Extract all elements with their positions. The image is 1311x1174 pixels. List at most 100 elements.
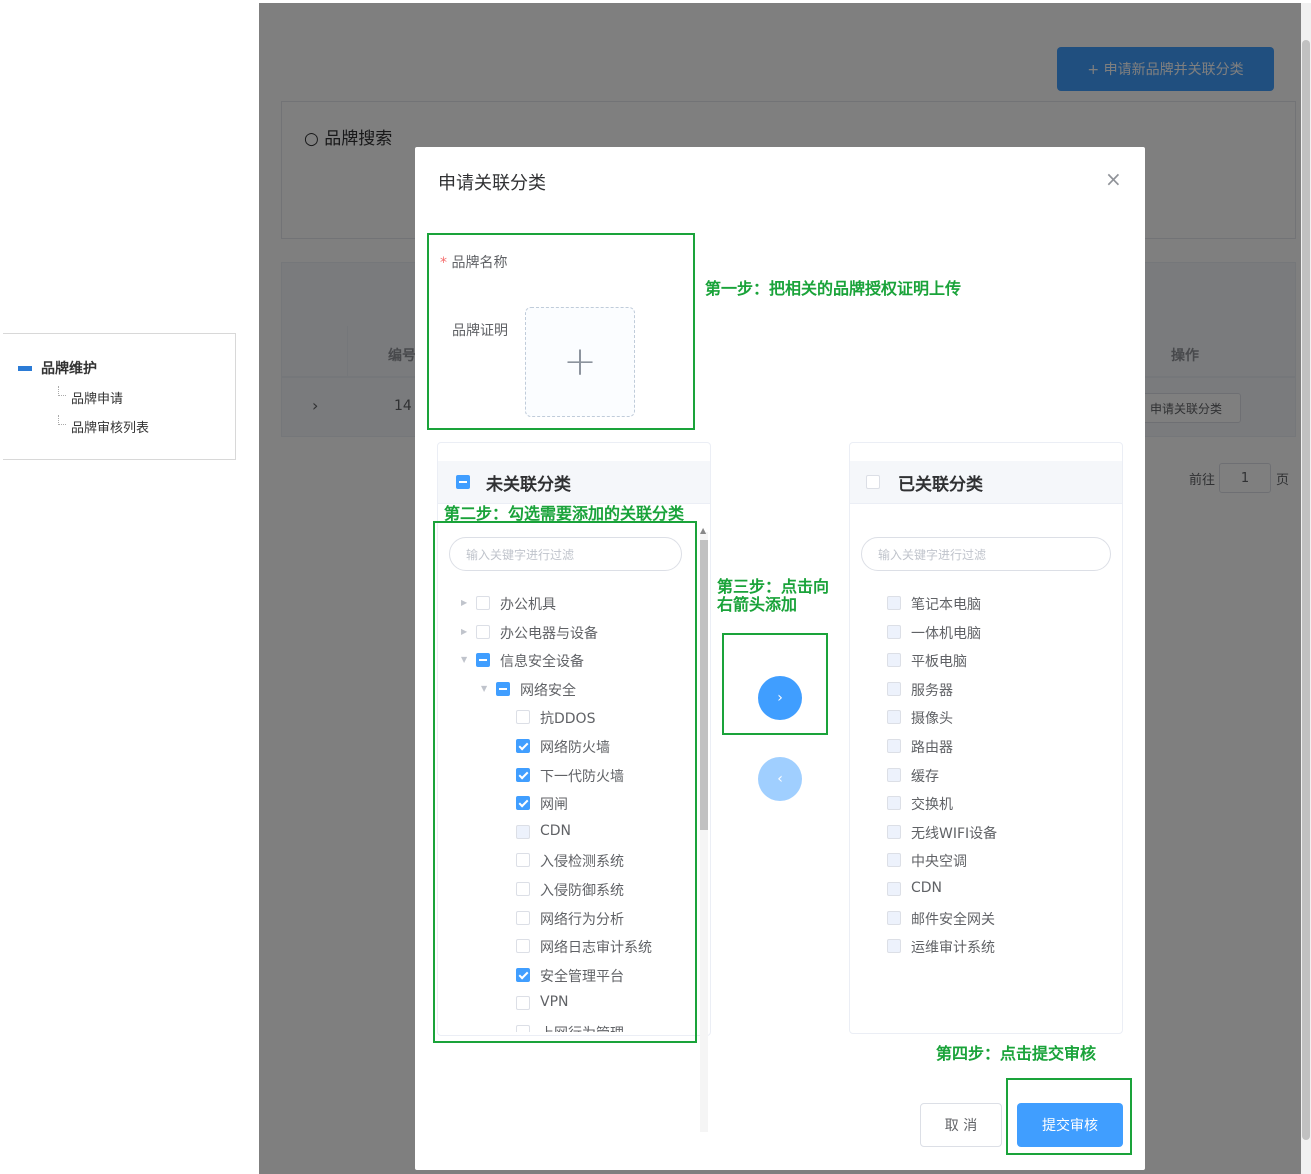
linked-item-checkbox[interactable] bbox=[887, 681, 901, 696]
tree-item-brand-audit-list[interactable]: 品牌审核列表 bbox=[71, 421, 150, 436]
tree-item-checkbox[interactable] bbox=[516, 1025, 530, 1032]
step3-highlight-box bbox=[722, 633, 828, 735]
linked-item-checkbox[interactable] bbox=[887, 596, 901, 610]
linked-item-label[interactable]: 无线WIFI设备 bbox=[911, 825, 998, 842]
tree-item-checkbox[interactable] bbox=[516, 710, 530, 725]
linked-item-label[interactable]: 运维审计系统 bbox=[911, 940, 995, 957]
tree-item-checkbox[interactable] bbox=[516, 939, 530, 954]
step2-highlight-box bbox=[433, 521, 697, 1043]
linked-item-label[interactable]: 平板电脑 bbox=[911, 654, 967, 671]
linked-item-checkbox[interactable] bbox=[887, 624, 901, 639]
tree-connector bbox=[58, 415, 66, 425]
unlinked-list-scrollbar[interactable] bbox=[700, 532, 708, 1132]
linked-item-label[interactable]: 缓存 bbox=[911, 768, 939, 785]
tree-item-label[interactable]: 信息安全设备 bbox=[500, 654, 584, 671]
move-right-button[interactable]: › bbox=[758, 676, 802, 720]
tree-item-label[interactable]: 入侵防御系统 bbox=[540, 883, 624, 899]
linked-item-checkbox[interactable] bbox=[887, 824, 901, 839]
tree-item-label[interactable]: 办公电器与设备 bbox=[500, 625, 598, 642]
brand-proof-uploader[interactable]: + bbox=[525, 307, 635, 417]
unlinked-panel-header: 未关联分类 bbox=[438, 461, 710, 504]
tree-item-checkbox bbox=[516, 824, 530, 839]
caret-down-icon[interactable]: ▼ bbox=[461, 655, 468, 665]
tree-item-label[interactable]: CDN bbox=[540, 822, 572, 839]
tree-item-checkbox[interactable] bbox=[496, 681, 510, 696]
linked-item-label[interactable]: 交换机 bbox=[911, 797, 953, 814]
caret-right-icon[interactable]: ▶ bbox=[461, 626, 468, 636]
tree-item-label[interactable]: 下一代防火墙 bbox=[540, 768, 624, 785]
caret-right-icon[interactable]: ▶ bbox=[461, 598, 468, 607]
tree-item-brand-apply[interactable]: 品牌申请 bbox=[71, 392, 124, 407]
tree-item-label[interactable]: 网络安全 bbox=[520, 682, 576, 699]
step2-note: 第二步：勾选需要添加的关联分类 bbox=[444, 504, 685, 523]
tree-item-label[interactable]: 网络防火墙 bbox=[540, 740, 610, 756]
tree-item-label[interactable]: 网络行为分析 bbox=[540, 911, 624, 928]
linked-item-label[interactable]: 中央空调 bbox=[911, 854, 967, 871]
unlinked-panel-title: 未关联分类 bbox=[486, 474, 571, 495]
move-left-button[interactable]: ‹ bbox=[758, 757, 802, 801]
tree-connector bbox=[58, 386, 66, 396]
tree-item-checkbox[interactable] bbox=[476, 653, 490, 668]
tree-item-checkbox[interactable] bbox=[516, 796, 530, 811]
linked-item-checkbox[interactable] bbox=[887, 710, 901, 725]
linked-item-checkbox[interactable] bbox=[887, 882, 901, 896]
unlinked-list-scrollbar-thumb[interactable] bbox=[700, 540, 708, 830]
brand-proof-label: 品牌证明 bbox=[452, 323, 508, 339]
linked-item-checkbox[interactable] bbox=[887, 853, 901, 868]
linked-item-checkbox[interactable] bbox=[887, 739, 901, 753]
tree-item-label[interactable]: 抗DDOS bbox=[540, 711, 596, 728]
tree-item-checkbox[interactable] bbox=[516, 739, 530, 753]
step1-note: 第一步：把相关的品牌授权证明上传 bbox=[705, 279, 962, 298]
tree-item-checkbox[interactable] bbox=[516, 853, 530, 868]
step4-highlight-box bbox=[1006, 1078, 1132, 1155]
linked-item-checkbox[interactable] bbox=[887, 939, 901, 954]
linked-item-checkbox[interactable] bbox=[887, 796, 901, 811]
linked-item-label[interactable]: 摄像头 bbox=[911, 711, 953, 728]
tree-item-label[interactable]: 网络日志审计系统 bbox=[540, 940, 652, 957]
close-icon[interactable]: × bbox=[1105, 167, 1122, 191]
plus-icon: + bbox=[563, 339, 597, 385]
linked-item-checkbox[interactable] bbox=[887, 653, 901, 668]
linked-item-label[interactable]: 一体机电脑 bbox=[911, 625, 981, 642]
tree-item-label[interactable]: 入侵检测系统 bbox=[540, 854, 624, 871]
unlinked-filter-input[interactable]: 输入关键字进行过滤 bbox=[449, 537, 682, 571]
linked-item-label[interactable]: 服务器 bbox=[911, 682, 953, 699]
tree-item-label[interactable]: 安全管理平台 bbox=[540, 968, 624, 985]
linked-item-label[interactable]: 邮件安全网关 bbox=[911, 911, 995, 928]
linked-item-label[interactable]: CDN bbox=[911, 880, 943, 896]
submit-review-button[interactable]: 提交审核 bbox=[1017, 1103, 1123, 1147]
required-star: * bbox=[440, 255, 447, 271]
apply-category-dialog: 申请关联分类 × * 品牌名称 品牌证明 + 第一步：把相关的品牌授权证明上传 … bbox=[415, 147, 1145, 1170]
linked-item-checkbox[interactable] bbox=[887, 767, 901, 782]
linked-item-checkbox[interactable] bbox=[887, 910, 901, 925]
tree-item-label[interactable]: 办公机具 bbox=[500, 597, 556, 613]
select-all-linked-checkbox[interactable] bbox=[866, 475, 880, 489]
brand-name-label: * 品牌名称 bbox=[440, 252, 507, 272]
tree-item-label[interactable]: VPN bbox=[540, 994, 569, 1011]
tree-root-brand-maintenance[interactable]: 品牌维护 bbox=[41, 361, 97, 377]
tree-item-label[interactable]: 上网行为管理 bbox=[540, 1023, 624, 1032]
linked-category-list: 笔记本电脑一体机电脑平板电脑服务器摄像头路由器缓存交换机无线WIFI设备中央空调… bbox=[415, 147, 1145, 1032]
tree-item-checkbox[interactable] bbox=[516, 967, 530, 982]
tree-item-checkbox[interactable] bbox=[476, 624, 490, 639]
cancel-button[interactable]: 取 消 bbox=[920, 1103, 1002, 1147]
unlinked-category-tree: ▶ 办公机具 ▶ 办公电器与设备 ▼ 信息安全设备 ▼ 网络安全抗DDOS 网络防火墙下一代防火… bbox=[415, 147, 695, 1032]
tree-item-checkbox[interactable] bbox=[516, 996, 530, 1011]
linked-item-label[interactable]: 笔记本电脑 bbox=[911, 597, 981, 613]
tree-item-checkbox[interactable] bbox=[516, 767, 530, 782]
step1-highlight-box bbox=[427, 233, 695, 430]
dialog-title: 申请关联分类 bbox=[438, 173, 546, 194]
linked-panel-title: 已关联分类 bbox=[898, 474, 983, 495]
linked-filter-input[interactable]: 输入关键字进行过滤 bbox=[861, 537, 1111, 571]
tree-item-checkbox[interactable] bbox=[516, 910, 530, 925]
brand-name-label-text: 品牌名称 bbox=[451, 255, 508, 271]
caret-down-icon[interactable]: ▼ bbox=[481, 683, 488, 693]
scroll-up-icon[interactable]: ▲ bbox=[700, 526, 707, 535]
tree-item-checkbox[interactable] bbox=[476, 596, 490, 610]
linked-item-label[interactable]: 路由器 bbox=[911, 740, 953, 756]
collapse-icon[interactable] bbox=[18, 366, 32, 371]
tree-item-label[interactable]: 网闸 bbox=[540, 797, 568, 814]
page-scrollbar-thumb[interactable] bbox=[1302, 40, 1310, 1140]
select-all-checkbox[interactable] bbox=[456, 475, 470, 489]
tree-item-checkbox[interactable] bbox=[516, 882, 530, 896]
